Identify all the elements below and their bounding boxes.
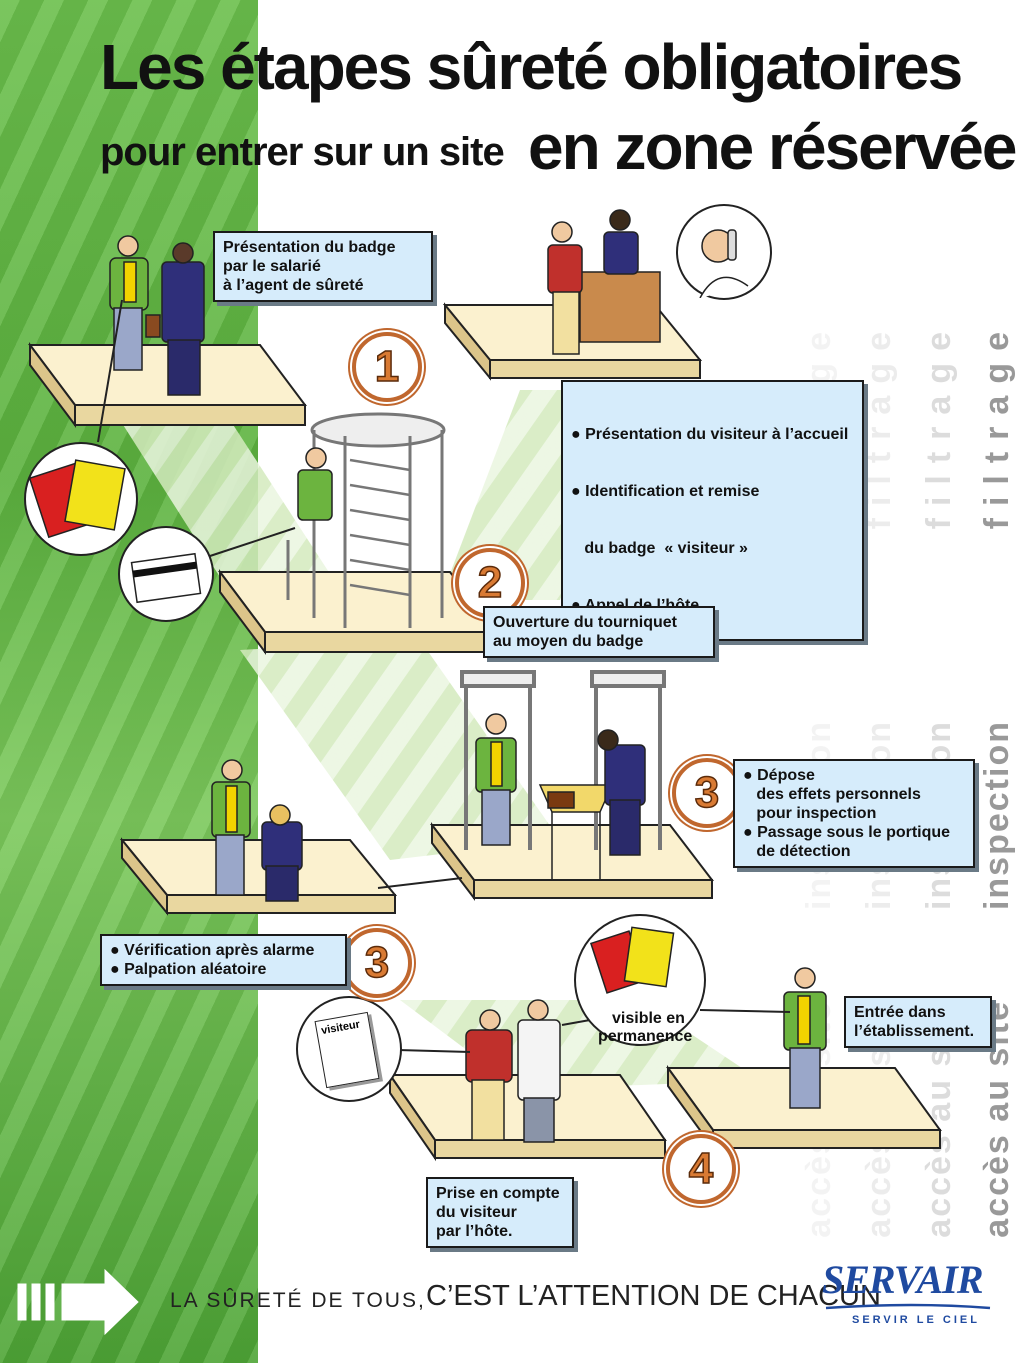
box-line: ● Vérification après alarme [110,942,315,959]
tagline-part2: C’EST L’ATTENTION DE CHACUN [426,1280,881,1312]
step3-inspection-box: ● Dépose des effets personnels pour insp… [733,759,975,868]
arrow-right-icon [17,1268,139,1336]
step4-entry-box: Entrée dans l’établissement. [844,996,992,1048]
box-line: ● Palpation aléatoire [110,961,267,978]
platform-turnstile [218,571,497,633]
page-subtitle-small: pour entrer sur un site [100,130,505,174]
platform-patdown [119,839,398,896]
step3-patdown-box: ● Vérification après alarme ● Palpation … [100,934,347,986]
person-entry [783,967,827,1109]
phone-icon [699,229,749,299]
step-number-4: 4 [666,1134,736,1204]
box-line: des effets personnels [743,786,921,803]
visitor-card-label: visiteur [320,1018,361,1038]
box-line: ● Passage sous le portique [743,824,951,841]
step1-reception-box: ● Présentation du visiteur à l’accueil ●… [561,380,864,641]
visible-label-line1: visible en [612,1010,685,1027]
box-line: du badge « visiteur » [571,540,748,557]
step-number-3-patdown: 3 [342,928,412,998]
zoom-magnetic-badge-circle [118,526,214,622]
turnstile [286,412,446,628]
box-line: de détection [743,843,851,860]
platform-inspection [429,824,715,881]
box-line: Présentation du badge [223,239,396,256]
servair-logo-subtitle: SERVIR LE CIEL [852,1314,980,1326]
badge-cards-icon [28,459,126,539]
box-line: Ouverture du tourniquet [493,614,677,631]
step-number-3-inspection: 3 [672,758,742,828]
zoom-visible-badge-circle [574,914,706,1046]
servair-logo: SERVAIR [822,1257,984,1302]
zoom-badges-circle [24,442,138,556]
box-line: Prise en compte [436,1185,560,1202]
box-line: ● Identification et remise [571,483,760,500]
people-patdown [211,759,303,902]
person-turnstile [297,447,333,521]
tagline-part1: LA SÛRETÉ DE TOUS, [170,1289,426,1312]
green-photo-background [0,0,258,1363]
page-title: Les étapes sûreté obligatoires [100,31,963,103]
box-line: par l’hôte. [436,1223,513,1240]
box-line: ● Dépose [743,767,815,784]
box-line: Entrée dans [854,1004,946,1021]
badge-cards-icon [589,926,675,994]
logo-swoosh [825,1303,991,1310]
zoom-phone-circle [676,204,772,300]
step2-turnstile-box: Ouverture du tourniquet au moyen du badg… [483,606,715,658]
box-line: l’établissement. [854,1023,975,1040]
people-inspection [475,713,646,880]
box-line: au moyen du badge [493,633,644,650]
people-reception [547,209,661,355]
step4-host-box: Prise en compte du visiteur par l’hôte. [426,1177,574,1248]
box-line: ● Présentation du visiteur à l’accueil [571,426,849,443]
zoom-visitor-card-circle: visiteur [296,996,402,1102]
visitor-card: visiteur [314,1011,380,1089]
people-host [465,999,561,1143]
metal-detector-gates [460,670,666,850]
visible-label-line2: permanence [598,1028,693,1045]
box-line: pour inspection [743,805,877,822]
box-line: du visiteur [436,1204,517,1221]
box-line: par le salarié [223,258,321,275]
step-number-1: 1 [352,332,422,402]
box-line: à l’agent de sûreté [223,277,364,294]
step1-badge-box: Présentation du badge par le salarié à l… [213,231,433,302]
path-segment [240,640,560,860]
people-badge-check [109,235,205,396]
page-subtitle-large: en zone réservée [528,111,1017,183]
magnetic-card-icon [130,552,202,604]
